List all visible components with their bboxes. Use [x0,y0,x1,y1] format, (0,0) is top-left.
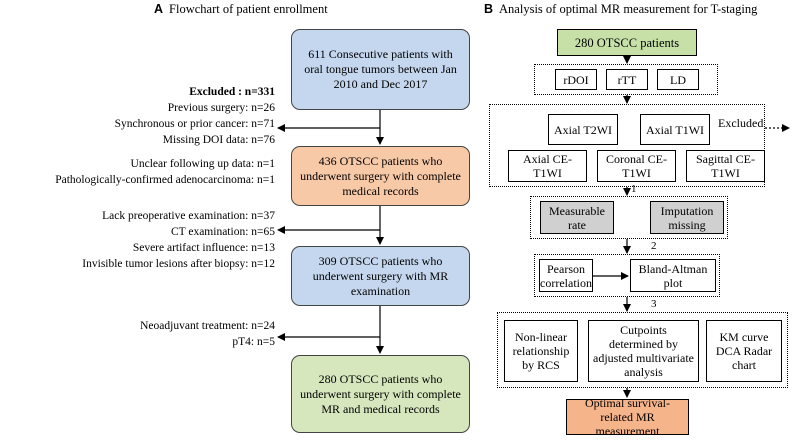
panel-b-letter: B [484,2,494,16]
measure-ld: LD [657,69,699,90]
sequences-group [489,104,765,187]
exclusion-item: Missing DOI data: n=76 [162,134,275,146]
step-number-1: 1 [631,183,637,195]
sequence-coronal-ce-t1wi: Coronal CE-T1WI [597,150,676,182]
exclusion-item: Lack preoperative examination: n=37 [102,210,275,222]
panel-a-title: A Flowchart of patient enrollment [154,2,328,17]
excluded-header: Excluded : n=331 [189,86,275,98]
measure-rtt: rTT [606,69,648,90]
flow-box-309-patients: 309 OTSCC patients who underwent surgery… [291,246,470,306]
step3-group [497,312,788,388]
sequence-sagittal-ce-t1wi: Sagittal CE-T1WI [686,150,765,182]
exclusion-item: Previous surgery: n=26 [167,102,275,114]
panel-a-title-text: Flowchart of patient enrollment [169,2,328,16]
step-number-2: 2 [651,240,657,252]
cutpoints-box: Cutpoints determined by adjusted multiva… [588,320,699,382]
exclusion-list-2: Lack preoperative examination: n=37 CT e… [82,208,275,272]
exclusion-item: CT examination: n=65 [170,226,275,238]
measures-group [534,64,718,95]
panel-b-title-text: Analysis of optimal MR measurement for T… [499,2,758,16]
bland-altman-box: Bland-Altman plot [630,259,716,292]
exclusion-item: pT4: n=5 [232,336,275,348]
flow-box-436-patients: 436 OTSCC patients who underwent surgery… [291,146,470,206]
pearson-correlation-box: Pearson correlation [539,259,593,292]
sequence-axial-t1wi: Axial T1WI [640,114,710,145]
measure-rdoi: rDOI [555,69,597,90]
flow-box-611-patients: 611 Consecutive patients with oral tongu… [291,29,470,110]
step1-group [530,196,728,239]
exclusion-item: Invisible tumor lesions after biopsy: n=… [82,258,275,270]
sequence-axial-t2wi: Axial T2WI [548,114,618,145]
optimal-measurement-box: Optimal survival-related MR measurement [566,396,689,438]
exclusion-item: Pathologically-confirmed adenocarcinoma:… [55,174,275,186]
imputation-missing-box: Imputation missing [650,201,724,234]
flow-box-280-patients: 280 OTSCC patients who underwent surgery… [291,355,470,433]
exclusion-item: Neoadjuvant treatment: n=24 [140,320,275,332]
exclusion-list-3: Neoadjuvant treatment: n=24 pT4: n=5 [140,318,275,350]
step-number-3: 3 [651,298,657,310]
step2-group [534,254,720,297]
panel-a-letter: A [154,2,164,16]
km-dca-radar-box: KM curve DCA Radar chart [706,320,782,382]
sequence-axial-ce-t1wi: Axial CE-T1WI [508,150,587,182]
exclusion-item: Unclear following up data: n=1 [130,158,275,170]
rcs-box: Non-linear relationship by RCS [504,320,578,382]
panel-b-title: B Analysis of optimal MR measurement for … [484,2,757,17]
excluded-label-b: Excluded [718,116,764,130]
exclusion-list-1: Excluded : n=331 Previous surgery: n=26 … [55,84,275,188]
b-box-280-patients: 280 OTSCC patients [557,29,697,56]
exclusion-item: Severe artifact influence: n=13 [132,242,275,254]
exclusion-item: Synchronous or prior cancer: n=71 [114,118,275,130]
measurable-rate-box: Measurable rate [540,201,614,234]
